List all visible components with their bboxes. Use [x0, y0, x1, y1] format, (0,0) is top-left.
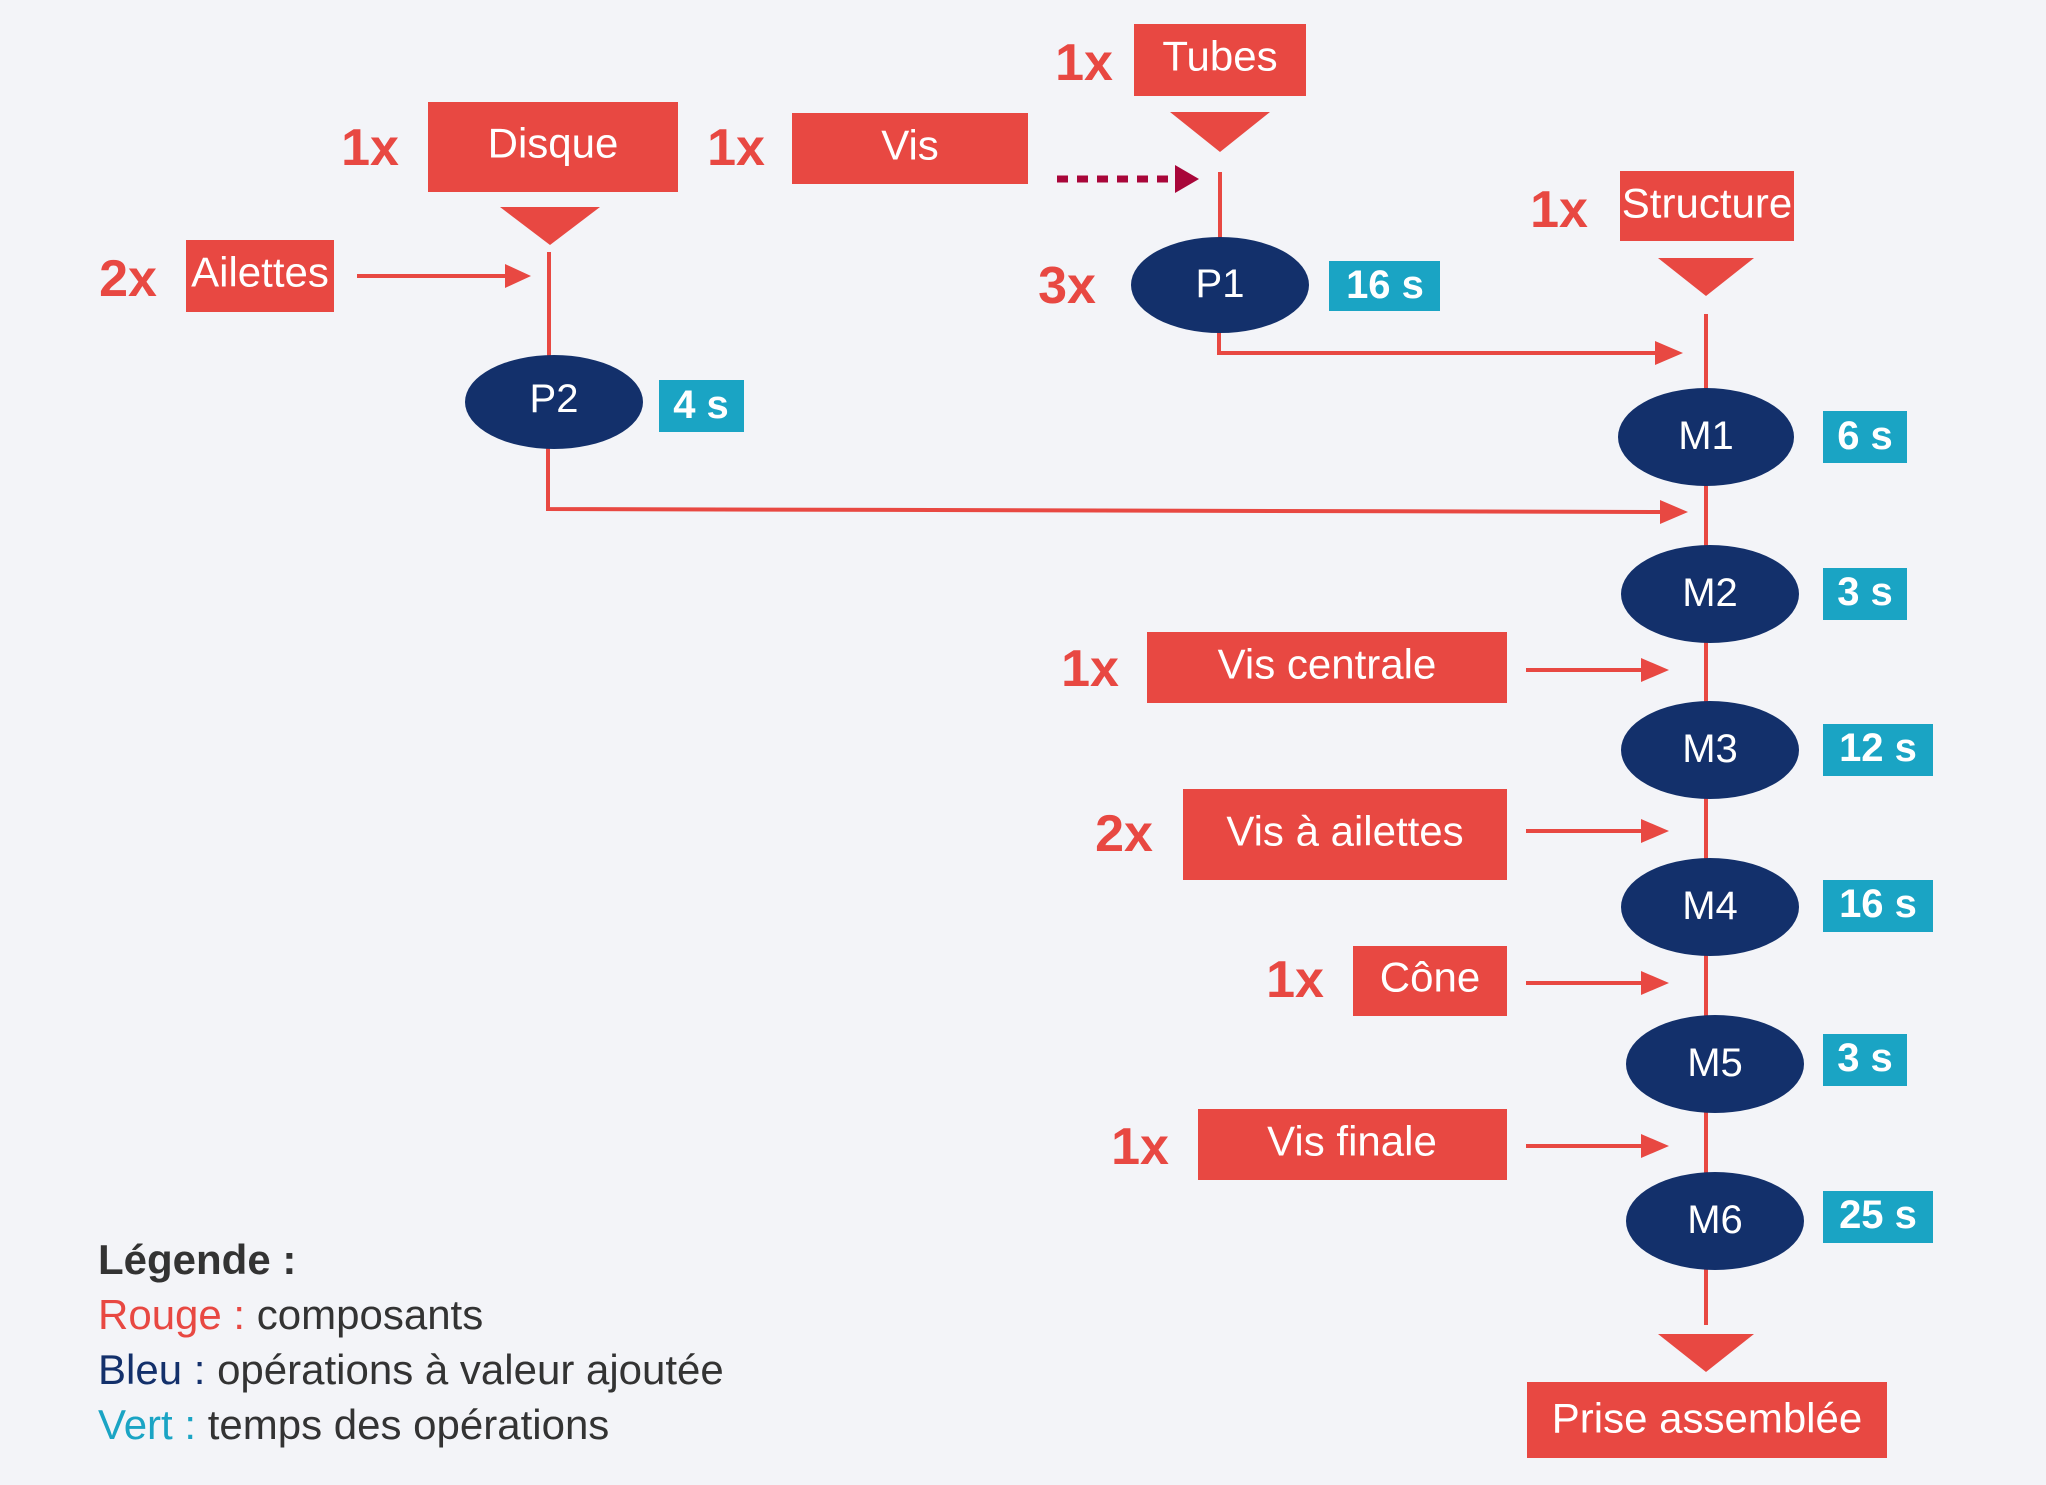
- component-cone-label: Cône: [1380, 954, 1480, 1001]
- arrow-vis-finale-head: [1641, 1134, 1669, 1158]
- legend-key-red: Rouge :: [98, 1291, 246, 1338]
- operation-m1: M1 6 s: [1618, 388, 1907, 486]
- component-tubes-qty: 1x: [1055, 34, 1113, 92]
- operation-m5: M5 3 s: [1626, 1015, 1907, 1113]
- operation-m5-label: M5: [1687, 1041, 1743, 1085]
- component-prise-assemblee: Prise assemblée: [1527, 1382, 1887, 1458]
- legend-text-green: temps des opérations: [207, 1401, 610, 1448]
- arrow-ailettes-head: [505, 264, 531, 288]
- component-ailettes-qty: 2x: [99, 250, 157, 308]
- component-cone: Cône 1x: [1266, 946, 1507, 1016]
- triangle-prise: [1658, 1334, 1754, 1372]
- operation-m6-label: M6: [1687, 1198, 1743, 1242]
- component-tubes-label: Tubes: [1162, 33, 1277, 80]
- operation-m4-label: M4: [1682, 884, 1738, 928]
- component-structure: Structure 1x: [1530, 171, 1794, 241]
- component-vis-centrale: Vis centrale 1x: [1061, 632, 1507, 703]
- component-cone-qty: 1x: [1266, 951, 1324, 1009]
- component-vis-ailettes-label: Vis à ailettes: [1226, 808, 1463, 855]
- operation-m1-label: M1: [1678, 414, 1734, 458]
- component-vis-ailettes-qty: 2x: [1095, 805, 1153, 863]
- legend-row-green: Vert : temps des opérations: [98, 1397, 724, 1452]
- component-vis-label: Vis: [881, 122, 939, 169]
- operation-p2-time: 4 s: [673, 383, 729, 427]
- legend-key-green: Vert :: [98, 1401, 197, 1448]
- component-vis-centrale-label: Vis centrale: [1218, 641, 1437, 688]
- operation-m1-time: 6 s: [1837, 414, 1893, 458]
- operation-m2-time: 3 s: [1837, 570, 1893, 614]
- operation-p1: P1 3x 16 s: [1038, 237, 1440, 333]
- legend-title: Légende :: [98, 1236, 297, 1283]
- operation-m2: M2 3 s: [1621, 545, 1907, 643]
- component-vis-finale: Vis finale 1x: [1111, 1109, 1507, 1180]
- legend-text-red: composants: [256, 1291, 484, 1338]
- arrow-p1-head: [1655, 341, 1683, 365]
- component-tubes: Tubes 1x: [1055, 24, 1306, 96]
- operation-m5-time: 3 s: [1837, 1036, 1893, 1080]
- operation-p2-label: P2: [530, 377, 579, 421]
- line-p2-to-main: [546, 447, 1663, 514]
- line-p1-to-main: [1217, 330, 1658, 355]
- component-ailettes: Ailettes 2x: [99, 240, 334, 312]
- operation-m3-time: 12 s: [1839, 726, 1917, 770]
- arrow-cone-head: [1641, 971, 1669, 995]
- arrow-vis-dotted-head: [1175, 165, 1199, 193]
- component-prise-label: Prise assemblée: [1552, 1395, 1862, 1442]
- arrow-p2-head: [1660, 500, 1688, 524]
- operation-p1-label: P1: [1196, 262, 1245, 306]
- component-structure-label: Structure: [1622, 180, 1792, 227]
- triangle-structure: [1658, 258, 1754, 296]
- operation-m6: M6 25 s: [1626, 1172, 1933, 1270]
- legend-key-blue: Bleu :: [98, 1346, 206, 1393]
- operation-p1-qty: 3x: [1038, 257, 1096, 315]
- operation-p1-time: 16 s: [1346, 263, 1424, 307]
- operation-p2: P2 4 s: [465, 355, 744, 449]
- operation-m4: M4 16 s: [1621, 858, 1933, 956]
- arrow-vis-ailettes-head: [1641, 819, 1669, 843]
- triangle-disque: [500, 207, 600, 245]
- component-vis-finale-qty: 1x: [1111, 1118, 1169, 1176]
- operation-m3: M3 12 s: [1621, 701, 1933, 799]
- component-ailettes-label: Ailettes: [191, 249, 329, 296]
- component-vis-finale-label: Vis finale: [1267, 1118, 1437, 1165]
- component-vis-ailettes: Vis à ailettes 2x: [1095, 789, 1507, 880]
- legend-row-red: Rouge : composants: [98, 1287, 724, 1342]
- arrows: [357, 165, 1688, 1158]
- legend-text-blue: opérations à valeur ajoutée: [217, 1346, 724, 1393]
- component-disque: Disque 1x: [341, 102, 678, 192]
- triangle-tubes: [1170, 112, 1270, 152]
- component-vis: Vis 1x: [707, 113, 1028, 184]
- operation-m3-label: M3: [1682, 727, 1738, 771]
- operation-m4-time: 16 s: [1839, 882, 1917, 926]
- operation-m6-time: 25 s: [1839, 1193, 1917, 1237]
- component-disque-label: Disque: [488, 120, 619, 167]
- legend: Légende : Rouge : composants Bleu : opér…: [98, 1232, 724, 1452]
- component-vis-qty: 1x: [707, 119, 765, 177]
- component-structure-qty: 1x: [1530, 181, 1588, 239]
- operation-m2-label: M2: [1682, 571, 1738, 615]
- component-vis-centrale-qty: 1x: [1061, 640, 1119, 698]
- arrow-vis-centrale-head: [1641, 658, 1669, 682]
- component-disque-qty: 1x: [341, 119, 399, 177]
- legend-row-blue: Bleu : opérations à valeur ajoutée: [98, 1342, 724, 1397]
